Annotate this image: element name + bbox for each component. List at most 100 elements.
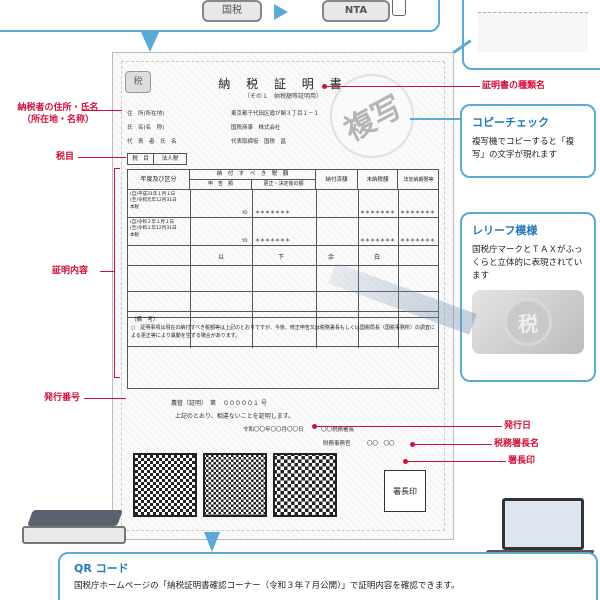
header-paid: 納付済額 [316, 170, 358, 190]
table-row-empty [128, 266, 439, 292]
issue-date: 令和〇〇年〇〇月〇〇日 [243, 427, 304, 433]
arrow-right-icon [274, 4, 288, 20]
callout-tax-item: 税目 [50, 151, 80, 163]
director-name: 〇〇 〇〇 [367, 441, 395, 447]
row-mask-unpaid: ＊＊＊＊＊＊＊ [360, 210, 396, 216]
callout-taxpayer-address: 納税者の住所・氏名 （所在地・名称） [8, 102, 108, 126]
row-mask-unpaid: ＊＊＊＊＊＊＊ [360, 238, 396, 244]
table-row: (自)平成31年１月１日 (至)令和元年12月31日 本税 YO ＊＊＊＊＊＊＊… [128, 190, 439, 218]
header-year: 年度及び区分 [128, 170, 190, 190]
remarks-box: （備 考） ○ 証明事項は現在の納付すべき税額等は上記のとおりですが、今後、修正… [127, 311, 439, 389]
callout-bracket [114, 168, 120, 378]
callout-tax-item-text: 税目 [55, 152, 74, 162]
relief-emblem-char: 税 [518, 311, 538, 336]
paper-sample [478, 12, 588, 52]
certificate-title: 納 税 証 明 書 [218, 77, 348, 91]
header-unpaid: 未納税額 [358, 170, 398, 190]
relief-body: 国税庁マークとＴＡＸがふっくらと立体的に表現されています [472, 245, 583, 281]
copy-watermark-text: 複写 [338, 89, 409, 149]
certificate-border [121, 61, 445, 531]
header-due-date: 法定納期限等 [398, 170, 439, 190]
director-seal-box: 署長印 [384, 470, 426, 512]
top-icon-nta-text: NTA [344, 5, 368, 16]
copy-check-box: コピーチェック 複写機でコピーすると「複写」の文字が現れます [460, 104, 596, 178]
callout-certificate-type-text: 証明書の種類名 [482, 81, 546, 91]
qr-pointer [204, 532, 220, 552]
director-label: 財務事務官 [323, 441, 351, 447]
row-unit: YO [242, 210, 248, 215]
representative-label: 代 表 者 氏 名 [127, 139, 177, 145]
tax-item-box: 税 目 法人税 [127, 153, 187, 165]
tax-item-value: 法人税 [161, 156, 179, 162]
callout-issue-number-text: 発行番号 [43, 393, 80, 403]
hand-icon [392, 0, 406, 16]
row-period: (自)令和２年１月１日 (至)令和２年12月31日 本税 [130, 220, 177, 238]
top-icon-kokuzei-text: 国税 [222, 5, 242, 16]
blank-char-2: 下 [278, 254, 285, 261]
laptop-icon [478, 498, 596, 568]
row-period: (自)平成31年１月１日 (至)令和元年12月31日 本税 [130, 192, 177, 210]
row-mask-corrected: ＊＊＊＊＊＊＊ [255, 238, 291, 244]
certificate-table: 年度及び区分 納 付 す べ き 税 額 申 告 額 更正・決定後の額 納付済額… [127, 169, 439, 348]
certificate-logo-icon: 税 [125, 71, 151, 93]
relief-title: レリーフ模様 [472, 224, 538, 237]
name-label: 氏 名(名 称) [127, 125, 165, 131]
scanner-icon [22, 510, 132, 548]
certificate-subtitle: （その１ 納税額等証明用） [243, 93, 322, 100]
certificate-logo-text: 税 [133, 77, 143, 87]
relief-box: レリーフ模様 国税庁マークとＴＡＸがふっくらと立体的に表現されています 税 [460, 212, 596, 382]
qr-code-2 [203, 453, 267, 517]
remarks-text: ○ 証明事項は現在の納付すべき税額等は上記のとおりですが、今後、修正申告又は税務… [131, 325, 435, 339]
blank-char-1: 以 [218, 254, 225, 261]
pointer-top-left [140, 30, 160, 52]
callout-office-head-text: 税務署長名 [494, 439, 540, 449]
copy-check-title: コピーチェック [472, 116, 549, 129]
top-icon-nta: NTA [322, 0, 390, 22]
header-amount-due: 納 付 す べ き 税 額 [190, 170, 316, 180]
blank-char-4: 白 [374, 254, 381, 261]
qr-code-3 [273, 453, 337, 517]
copy-check-connector [410, 118, 460, 120]
table-row-empty [128, 292, 439, 318]
name-value: 国税商事 株式会社 [231, 125, 281, 131]
callout-taxpayer-line2: （所在地・名称） [21, 115, 94, 126]
header-corrected: 更正・決定後の額 [252, 180, 316, 190]
relief-emblem-circle: 税 [504, 298, 552, 347]
qr-info-box: QR コード 国税庁ホームページの「納税証明書確認コーナー（令和３年７月公開）」… [58, 552, 598, 600]
table-row-blank: 以 下 余 白 [128, 246, 439, 266]
blank-char-3: 余 [328, 254, 335, 261]
callout-certificate-type: 証明書の種類名 [482, 80, 582, 92]
top-panel-right [462, 0, 600, 70]
top-panel-left: 国税 NTA [0, 0, 440, 32]
row-mask-corrected: ＊＊＊＊＊＊＊ [255, 210, 291, 216]
remarks-title: （備 考） [131, 317, 159, 323]
address-label: 住 所(所在地) [127, 111, 165, 117]
issue-number-suffix: 号 [261, 400, 268, 407]
director-seal-label: 署長印 [393, 486, 417, 496]
qr-code-1 [133, 453, 197, 517]
callout-certified-content-text: 証明内容 [51, 266, 88, 276]
copy-watermark-lens: 複写 [330, 74, 414, 158]
callout-issue-number: 発行番号 [40, 392, 84, 404]
callout-certified-content: 証明内容 [40, 265, 100, 277]
row-mask-due: ＊＊＊＊＊＊＊ [400, 210, 436, 216]
table-row: (自)令和２年１月１日 (至)令和２年12月31日 本税 YO ＊＊＊＊＊＊＊ … [128, 218, 439, 246]
relief-emblem-icon: 税 [472, 290, 584, 355]
top-icon-kokuzei: 国税 [202, 0, 262, 22]
qr-body: 国税庁ホームページの「納税証明書確認コーナー（令和３年７月公開）」で証明内容を確… [74, 581, 460, 591]
qr-title: QR コード [74, 562, 129, 575]
tax-item-label: 税 目 [128, 154, 154, 164]
callout-seal-text: 署長印 [508, 456, 536, 466]
issue-number-label: 農管（証明） 第 [171, 400, 217, 407]
callout-taxpayer-line1: 納税者の住所・氏名 [17, 103, 99, 113]
certify-text: 上記のとおり、相違ないことを証明します。 [175, 413, 295, 420]
callout-issue-date: 発行日 [504, 420, 564, 432]
row-unit: YO [242, 238, 248, 243]
copy-check-body: 複写機でコピーすると「複写」の文字が現れます [472, 137, 575, 160]
header-declared: 申 告 額 [190, 180, 252, 190]
callout-office-head: 税務署長名 [494, 438, 574, 450]
office-name: 〇〇税務署長 [321, 427, 355, 433]
callout-seal: 署長印 [508, 455, 558, 467]
address-value: 東京都千代田区霞が関３丁目１－１ [231, 111, 320, 117]
representative-value: 代表取締役 国税 昌 [231, 139, 287, 145]
